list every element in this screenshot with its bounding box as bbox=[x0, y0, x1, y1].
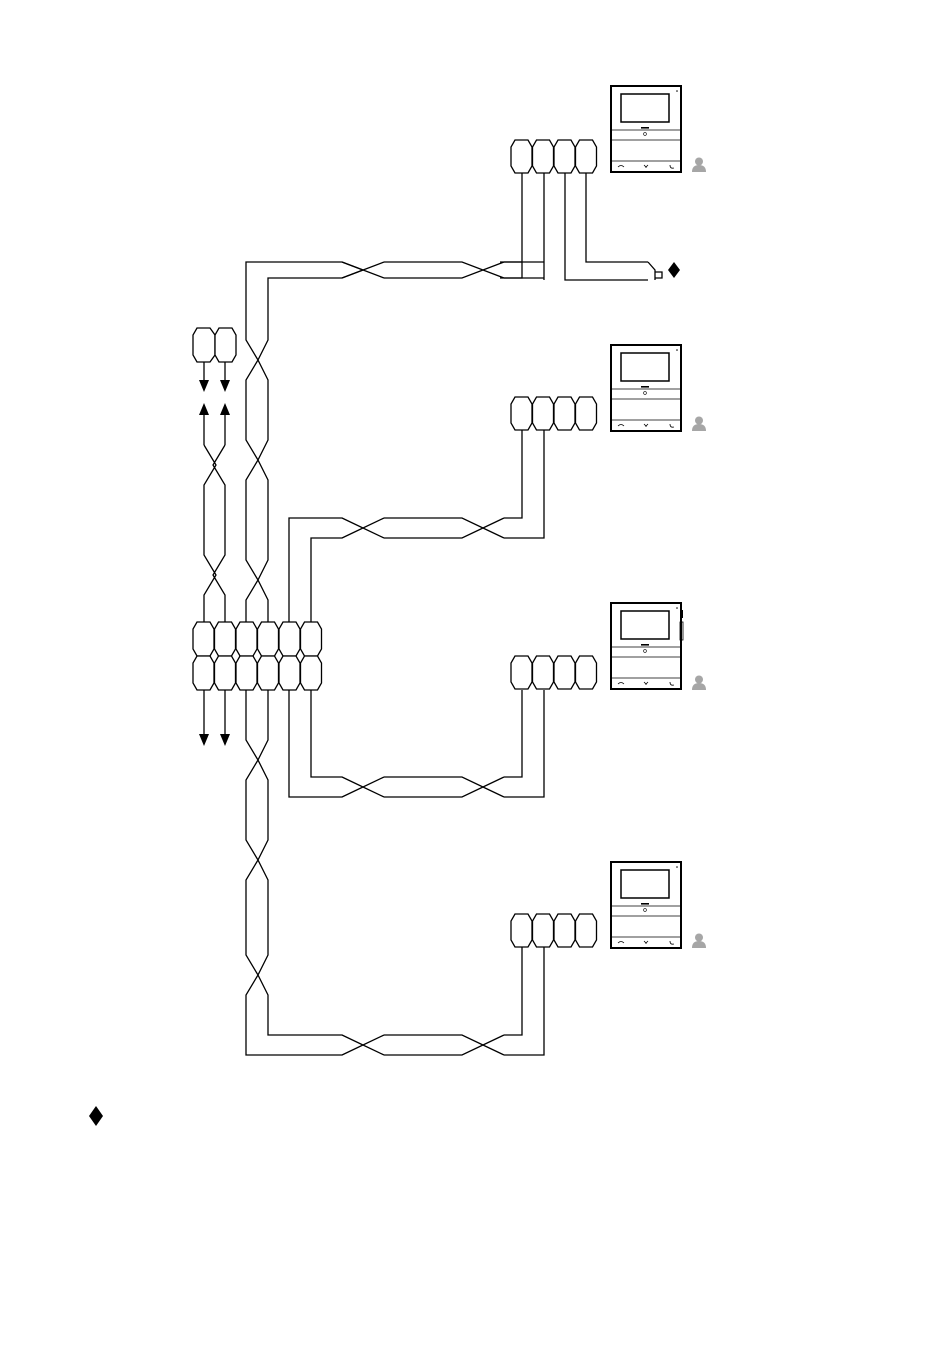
monitor-terminal-block-2 bbox=[511, 397, 597, 430]
push-switch-icon bbox=[648, 262, 680, 280]
monitor-terminal-block-1 bbox=[511, 140, 597, 173]
terminal-cell bbox=[301, 656, 322, 690]
terminal-cell bbox=[193, 656, 214, 690]
terminal-cell bbox=[258, 622, 279, 656]
switch-wire bbox=[565, 172, 648, 280]
terminal-cell bbox=[511, 140, 532, 173]
twisted-pair-aux bbox=[204, 445, 225, 622]
riser-to-monitor-1 bbox=[246, 262, 363, 622]
diamond-icon bbox=[668, 262, 680, 278]
indoor-monitor-4 bbox=[611, 862, 681, 948]
terminal-cell bbox=[236, 622, 257, 656]
terminal-cell bbox=[215, 622, 236, 656]
user-icon bbox=[692, 676, 706, 691]
terminal-cell bbox=[511, 656, 532, 689]
diamond-icon bbox=[89, 1106, 103, 1126]
monitor-terminal-block-3 bbox=[511, 656, 597, 689]
riser-to-monitor-4 bbox=[246, 690, 544, 1055]
aux-terminal-block bbox=[193, 328, 236, 362]
terminal-cell bbox=[511, 914, 532, 947]
terminal-cell bbox=[554, 140, 575, 173]
terminal-cell bbox=[576, 656, 597, 689]
terminal-cell bbox=[258, 656, 279, 690]
branch-to-monitor-2 bbox=[289, 430, 544, 622]
main-terminal-block bbox=[193, 622, 322, 690]
user-icon bbox=[692, 934, 706, 949]
terminal-cell bbox=[511, 397, 532, 430]
terminal-cell bbox=[533, 656, 554, 689]
terminal-cell bbox=[533, 397, 554, 430]
terminal-cell bbox=[279, 656, 300, 690]
arrow-icon bbox=[199, 690, 230, 746]
monitor-terminal-block-4 bbox=[511, 914, 597, 947]
terminal-cell bbox=[279, 622, 300, 656]
terminal-cell bbox=[576, 397, 597, 430]
terminal-cell bbox=[554, 914, 575, 947]
terminal-cell bbox=[301, 622, 322, 656]
terminal-cell bbox=[554, 656, 575, 689]
indoor-monitor-1 bbox=[611, 86, 681, 172]
user-icon bbox=[692, 158, 706, 173]
terminal-cell bbox=[576, 140, 597, 173]
indoor-monitor-3 bbox=[611, 603, 681, 689]
arrow-icon bbox=[199, 362, 230, 445]
user-icon bbox=[692, 417, 706, 432]
terminal-cell bbox=[193, 622, 214, 656]
terminal-cell bbox=[554, 397, 575, 430]
terminal-cell bbox=[236, 656, 257, 690]
terminal-cell bbox=[533, 914, 554, 947]
terminal-cell bbox=[533, 140, 554, 173]
terminal-cell bbox=[576, 914, 597, 947]
indoor-monitor-2 bbox=[611, 345, 681, 431]
branch-to-monitor-3 bbox=[289, 690, 544, 797]
terminal-cell bbox=[215, 656, 236, 690]
